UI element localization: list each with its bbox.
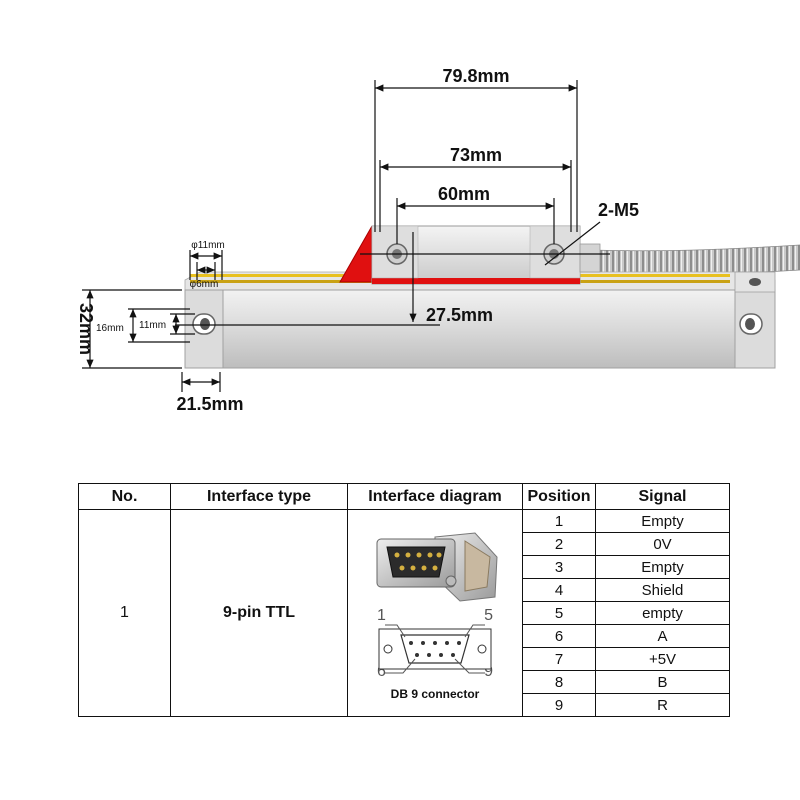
dim-body-height: 32mm	[76, 303, 96, 355]
dim-slot-outer: 16mm	[96, 323, 124, 334]
pin-label-5: 5	[484, 607, 493, 624]
pin-signal: +5V	[595, 647, 730, 671]
armored-cable	[589, 244, 800, 275]
dimension-lines	[82, 80, 610, 392]
header-interface-type: Interface type	[170, 483, 348, 510]
pin-position: 8	[522, 670, 596, 694]
dim-end-width: 21.5mm	[176, 394, 243, 414]
db9-connector-photo	[376, 532, 498, 602]
dim-hole-spacing-inner: 60mm	[438, 184, 490, 204]
pin-signal: B	[595, 670, 730, 694]
pin-position: 6	[522, 624, 596, 648]
row-number: 1	[78, 509, 171, 717]
table-row: 7 +5V	[79, 647, 730, 671]
table-row: 5 empty	[79, 601, 730, 625]
pin-signal: 0V	[595, 532, 730, 556]
dim-outer-diameter: φ11mm	[191, 240, 225, 251]
pin-position: 4	[522, 578, 596, 602]
pin-label-6: 6	[377, 663, 386, 680]
table-row: 3 Empty	[79, 555, 730, 579]
interface-type-cell: 9-pin TTL	[170, 509, 348, 717]
cable-gland	[579, 243, 601, 273]
table-row: 1 9-pin TTL	[78, 509, 730, 717]
pin-signal: Empty	[595, 555, 730, 579]
dim-hole-spacing-outer: 73mm	[450, 145, 502, 165]
scale-body	[184, 271, 776, 369]
dim-inner-diameter: φ6mm	[190, 279, 219, 290]
pin-signal: Empty	[595, 509, 730, 533]
pin-position: 1	[522, 509, 596, 533]
header-no: No.	[78, 483, 171, 510]
dim-total-length: 79.8mm	[442, 66, 509, 86]
dim-reader-height: 27.5mm	[426, 305, 493, 325]
pin-signal: R	[595, 693, 730, 717]
table-header-row: No. Interface type Interface diagram Pos…	[78, 483, 730, 510]
header-interface-diagram: Interface diagram	[347, 483, 523, 510]
linear-scale-drawing: 79.8mm 73mm 60mm 2-M5 27.5mm 32mm 16mm 1…	[76, 66, 800, 414]
pin-label-1: 1	[377, 607, 386, 624]
db9-caption: DB 9 connector	[390, 687, 480, 701]
pin-signal: A	[595, 624, 730, 648]
dim-slot-inner: 11mm	[139, 320, 166, 331]
interface-table: No. Interface type Interface diagram Pos…	[78, 483, 730, 717]
header-signal: Signal	[595, 483, 730, 510]
pin-signal: Shield	[595, 578, 730, 602]
table-row: 8 B	[79, 670, 730, 694]
pin-position: 5	[522, 601, 596, 625]
db9-pinout-diagram: 1 5 6 9	[375, 607, 495, 685]
pin-position: 3	[522, 555, 596, 579]
pin-signal: empty	[595, 601, 730, 625]
db9-outline-icon	[378, 624, 492, 674]
pin-position: 9	[522, 693, 596, 717]
pin-position: 2	[522, 532, 596, 556]
dim-screw-label: 2-M5	[598, 200, 639, 220]
header-position: Position	[522, 483, 596, 510]
reader-head	[339, 225, 601, 285]
pin-position: 7	[522, 647, 596, 671]
table-row: 9 R	[79, 693, 730, 717]
interface-diagram-cell: 1 5 6 9	[347, 509, 523, 717]
pin-label-9: 9	[484, 663, 493, 680]
